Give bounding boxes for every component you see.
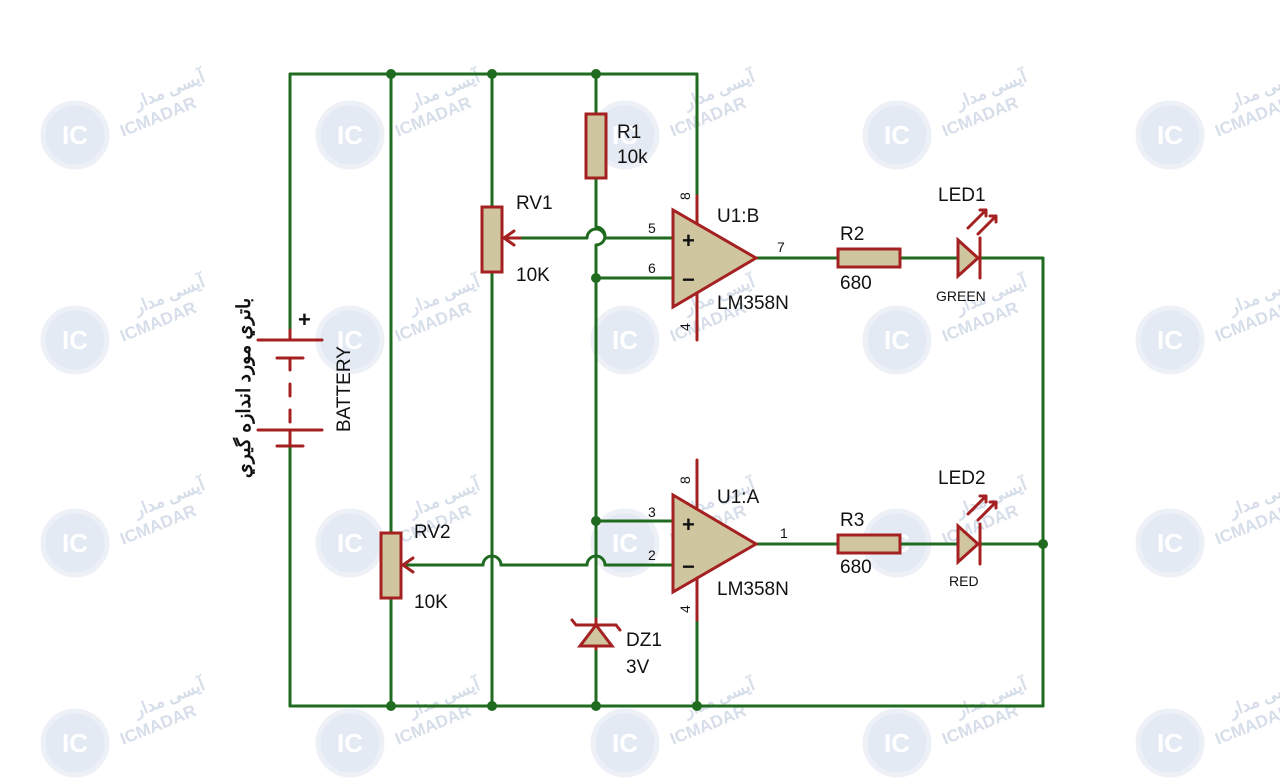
led2-ref-label: LED2 <box>938 468 986 489</box>
r1-resistor <box>584 112 608 180</box>
led1-color-label: GREEN <box>936 288 986 304</box>
watermark-ic-text: IC <box>884 325 910 355</box>
dz1-ref-label: DZ1 <box>626 630 662 651</box>
watermark-ic-text: IC <box>1157 528 1183 558</box>
r3-resistor <box>836 533 902 555</box>
u1b-pin7: 7 <box>777 239 785 255</box>
battery-plus-sign: + <box>298 307 311 332</box>
u1b-minus-sign: − <box>682 267 695 292</box>
watermark-ic-text: IC <box>62 120 88 150</box>
wires <box>288 72 1045 708</box>
rv2-value-label: 10K <box>414 592 448 613</box>
watermark-ic-text: IC <box>1157 120 1183 150</box>
watermark-ic-text: IC <box>612 728 638 758</box>
r1-ref-label: R1 <box>617 122 641 143</box>
r1-value-label: 10k <box>617 147 648 168</box>
watermark-ic-text: IC <box>1157 728 1183 758</box>
r2-value-label: 680 <box>840 273 872 294</box>
led1-ref-label: LED1 <box>938 185 986 206</box>
u1a-pin8: 8 <box>677 476 693 484</box>
r2-resistor <box>836 247 902 269</box>
led2-color-label: RED <box>949 573 979 589</box>
watermark-ic-text: IC <box>612 325 638 355</box>
led2-diode <box>956 494 998 566</box>
u1a-ref-label: U1:A <box>717 487 760 508</box>
u1a-minus-sign: − <box>682 554 695 579</box>
u1b-opamp <box>671 194 759 342</box>
watermark-ic-text: IC <box>884 728 910 758</box>
led1-diode <box>956 208 998 280</box>
u1b-pin5: 5 <box>648 220 656 236</box>
r3-value-label: 680 <box>840 557 872 578</box>
u1a-pin1: 1 <box>780 525 788 541</box>
watermark-ic-text: IC <box>62 528 88 558</box>
u1a-plus-sign: + <box>682 512 695 537</box>
u1b-part-label: LM358N <box>717 293 789 314</box>
watermark-ic-text: IC <box>337 120 363 150</box>
watermark-ic-text: IC <box>1157 325 1183 355</box>
u1b-plus-sign: + <box>682 228 695 253</box>
u1b-pin4: 4 <box>677 323 693 331</box>
u1b-pin6: 6 <box>648 260 656 276</box>
rv1-value-label: 10K <box>516 265 550 286</box>
dz1-value-label: 3V <box>626 657 650 678</box>
battery-symbol <box>256 328 324 448</box>
watermark-ic-text: IC <box>337 325 363 355</box>
watermark-ic-text: IC <box>337 728 363 758</box>
watermark-ic-text: IC <box>337 528 363 558</box>
r2-ref-label: R2 <box>840 224 864 245</box>
u1a-pin4: 4 <box>677 605 693 613</box>
watermark-ic-text: IC <box>62 728 88 758</box>
watermark-ic-text: IC <box>62 325 88 355</box>
u1a-pin3: 3 <box>648 504 656 520</box>
u1b-pin8: 8 <box>677 192 693 200</box>
rv1-ref-label: RV1 <box>516 193 553 214</box>
rv2-ref-label: RV2 <box>414 522 451 543</box>
battery-name-label: BATTERY <box>334 346 355 432</box>
watermark-ic-text: IC <box>612 120 638 150</box>
watermark-ic-text: IC <box>612 528 638 558</box>
r3-ref-label: R3 <box>840 510 864 531</box>
u1a-part-label: LM358N <box>717 579 789 600</box>
rv2-potentiometer <box>379 531 403 600</box>
u1a-opamp <box>671 458 759 622</box>
watermark-ic-text: IC <box>884 120 910 150</box>
junction-dots <box>386 69 1048 711</box>
u1b-ref-label: U1:B <box>717 206 759 227</box>
u1a-pin2: 2 <box>648 547 656 563</box>
rv1-potentiometer <box>480 205 504 274</box>
battery-persian-label: باتري مورد اندازه گيري <box>232 298 256 478</box>
dz1-zener-diode <box>570 617 622 651</box>
